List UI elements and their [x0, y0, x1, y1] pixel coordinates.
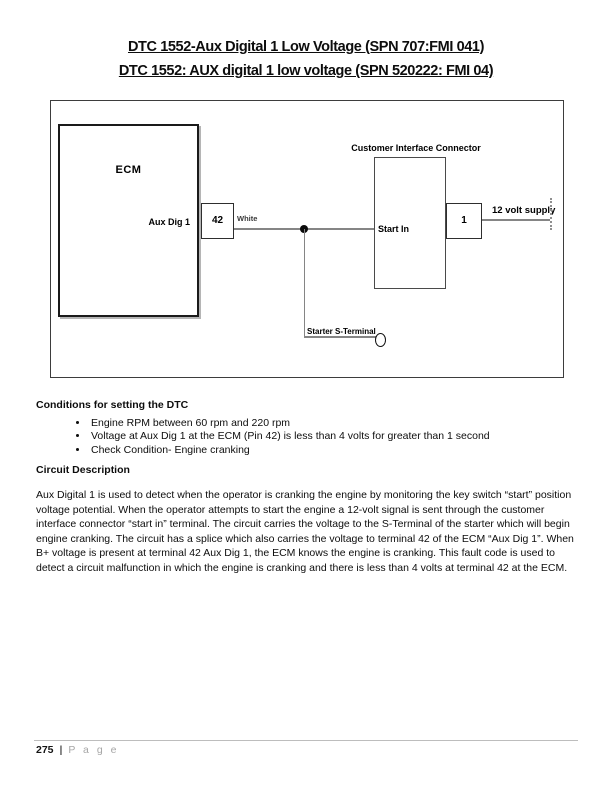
condition-item: Check Condition- Engine cranking — [89, 444, 490, 457]
supply-dotted-line — [550, 198, 552, 230]
conditions-heading: Conditions for setting the DTC — [36, 399, 189, 411]
page-footer: 275 | P a g e — [36, 744, 119, 756]
supply-wire — [482, 219, 550, 221]
title-block: DTC 1552-Aux Digital 1 Low Voltage (SPN … — [0, 35, 612, 83]
conditions-list: Engine RPM between 60 rpm and 220 rpm Vo… — [73, 417, 490, 457]
starter-terminal-ring-icon — [375, 333, 386, 347]
footer-page-word: P a g e — [68, 744, 119, 756]
customer-interface-connector-box: Start In — [374, 157, 446, 289]
circuit-description-body: Aux Digital 1 is used to detect when the… — [36, 489, 574, 574]
footer-rule — [34, 740, 578, 741]
condition-item: Voltage at Aux Dig 1 at the ECM (Pin 42)… — [89, 430, 490, 443]
condition-item: Engine RPM between 60 rpm and 220 rpm — [89, 417, 490, 430]
customer-interface-connector-label: Customer Interface Connector — [351, 143, 481, 153]
12-volt-supply-label: 12 volt supply — [492, 205, 556, 216]
dtc-title-primary: DTC 1552-Aux Digital 1 Low Voltage (SPN … — [127, 39, 485, 55]
wiring-diagram-frame: ECM Aux Dig 1 42 White Starter S-Termina… — [50, 100, 564, 378]
footer-separator: | — [59, 744, 63, 756]
aux-dig-1-label: Aux Dig 1 — [148, 217, 190, 227]
circuit-description-heading: Circuit Description — [36, 464, 130, 476]
page-number: 275 — [36, 744, 54, 756]
connector-pin-1-box: 1 — [446, 203, 482, 239]
dtc-title-secondary: DTC 1552: AUX digital 1 low voltage (SPN… — [118, 63, 494, 79]
start-in-label: Start In — [378, 224, 410, 234]
wire-color-label: White — [237, 214, 258, 223]
ecm-pin-42-box: 42 — [201, 203, 234, 239]
ecm-box: ECM Aux Dig 1 — [58, 124, 199, 317]
ecm-label: ECM — [115, 164, 142, 176]
starter-s-terminal-label: Starter S-Terminal — [307, 327, 376, 336]
starter-terminal-wire — [304, 336, 376, 338]
splice-to-starter-wire — [303, 229, 305, 337]
